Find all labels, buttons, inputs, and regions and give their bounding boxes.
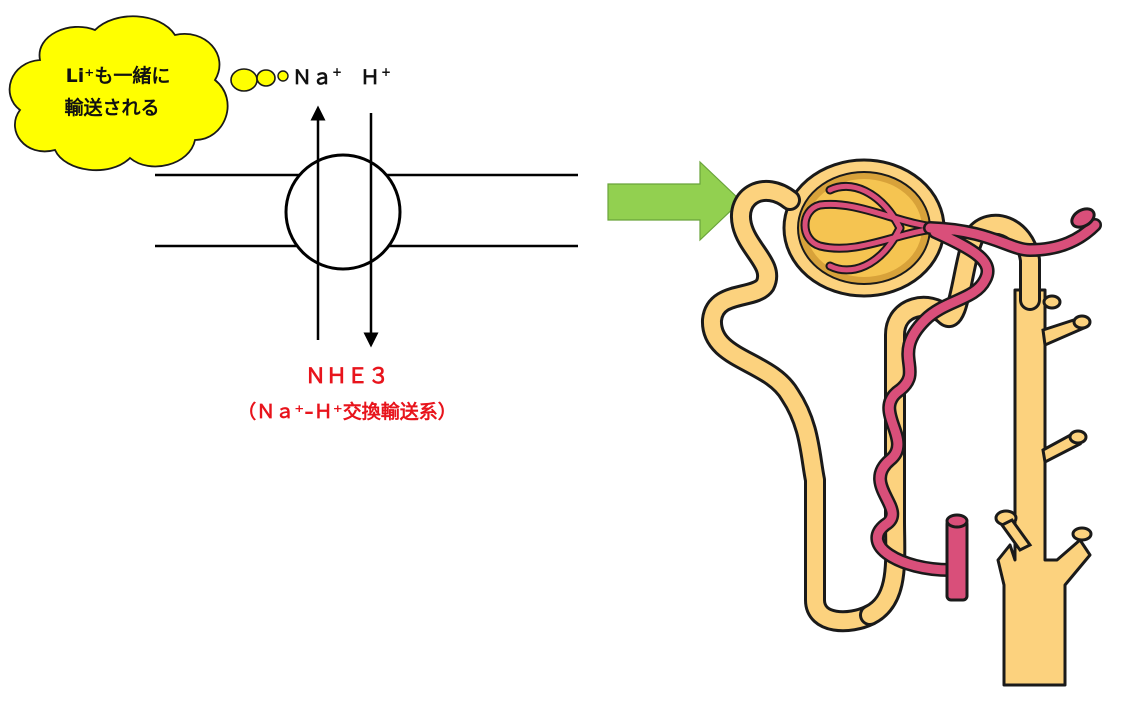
collecting-duct <box>996 288 1092 687</box>
pointer-arrow <box>607 160 742 242</box>
sodium-charge: + <box>332 65 342 79</box>
thought-bubble: Li⁺も一緒に 輸送される <box>8 15 289 172</box>
thought-dot-small <box>277 70 289 82</box>
thought-cloud <box>8 15 229 172</box>
collecting-duct-branches <box>994 294 1093 552</box>
venule-stub <box>945 518 969 602</box>
bubble-line-2: 輸送される <box>64 96 159 119</box>
thought-dot-medium <box>256 69 276 87</box>
nhe3-transporter <box>284 153 402 271</box>
bubble-line-1: Li⁺も一緒に <box>66 64 171 87</box>
transporter-name: ＮＨＥ３ <box>305 364 389 388</box>
arteriole-end <box>1070 207 1096 229</box>
thought-dot-large <box>230 68 258 92</box>
nephron-illustration <box>701 158 1102 687</box>
sodium-ion-label: Ｎａ <box>292 65 332 89</box>
proton-charge: + <box>381 65 391 79</box>
transporter-description: （Ｎａ⁺–Ｈ⁺交換輸送系） <box>237 400 457 423</box>
proton-ion-label: Ｈ <box>360 65 380 89</box>
